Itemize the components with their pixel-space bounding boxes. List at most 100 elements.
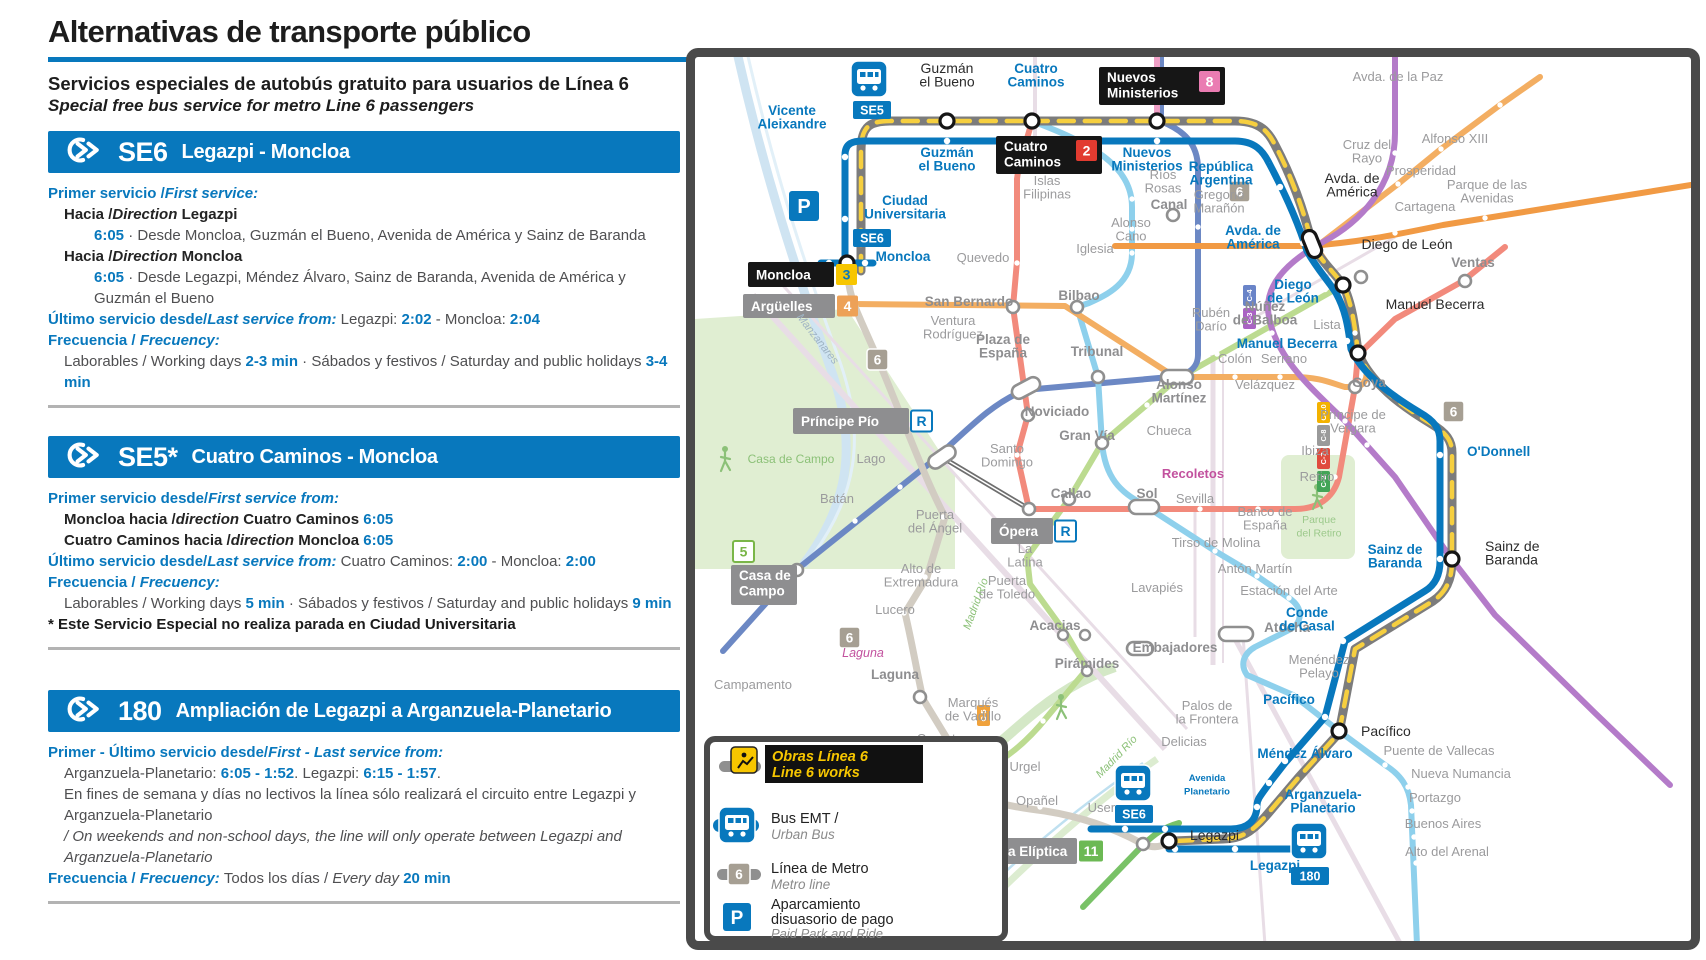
bus-line-tag: SE5 bbox=[853, 101, 891, 119]
map-station-label: Noviciado bbox=[1025, 404, 1090, 419]
svg-text:C-2: C-2 bbox=[1319, 475, 1328, 487]
bus-stop-dots bbox=[825, 137, 1444, 853]
service-detail-line: En fines de semana y días no lectivos la… bbox=[64, 786, 636, 824]
map-station-label: Sevilla bbox=[1176, 491, 1215, 506]
service-details: Primer - Último servicio desde/First - L… bbox=[48, 742, 680, 889]
subtitle-es: Servicios especiales de autobús gratuito… bbox=[48, 73, 629, 94]
map-station-label: Quevedo bbox=[957, 250, 1010, 265]
cercanias-badge: C-7 bbox=[1317, 448, 1330, 469]
service-name: Legazpi - Moncloa bbox=[181, 140, 351, 163]
service-detail-line: Arganzuela-Planetario: 6:05 - 1:52. Lega… bbox=[64, 765, 441, 782]
map-station-label: Buenos Aires bbox=[1405, 816, 1482, 831]
svg-text:P: P bbox=[797, 196, 810, 218]
service-detail-line: Frecuencia / Frecuency: bbox=[48, 332, 220, 349]
svg-text:Paid Park and Ride: Paid Park and Ride bbox=[771, 926, 883, 941]
map-station-label: Delicias bbox=[1161, 734, 1207, 749]
service-detail-line: Hacia /Direction Moncloa bbox=[64, 248, 243, 265]
map-station-label: Cartagena bbox=[1395, 199, 1456, 214]
svg-text:P: P bbox=[731, 908, 744, 929]
svg-text:Obras Línea 6: Obras Línea 6 bbox=[772, 749, 869, 765]
info-panel: Alternativas de transporte público Servi… bbox=[48, 14, 698, 904]
svg-text:8: 8 bbox=[1206, 74, 1214, 90]
subtitle-en: Special free bus service for metro Line … bbox=[48, 96, 475, 115]
line6-badge: 6 bbox=[838, 626, 861, 649]
map-station-label: Lucero bbox=[875, 602, 915, 617]
svg-text:6: 6 bbox=[1236, 185, 1244, 200]
map-station-label: Sol bbox=[1136, 486, 1157, 501]
svg-text:Casa de: Casa de bbox=[739, 568, 791, 583]
map-station-label: Laguna bbox=[842, 646, 884, 660]
svg-text:R: R bbox=[916, 413, 926, 429]
map-station-label: Velázquez bbox=[1235, 377, 1295, 392]
service-detail-line: Hacia /Direction Legazpi bbox=[64, 206, 238, 223]
station-dots bbox=[852, 102, 1503, 866]
map-station-label: Lago bbox=[857, 451, 886, 466]
map-station-label: Pirámides bbox=[1055, 656, 1120, 671]
svg-text:6: 6 bbox=[1450, 405, 1458, 420]
map-station-label: Avda. de la Paz bbox=[1353, 69, 1444, 84]
map-station-label: Nueva Numancia bbox=[1411, 766, 1511, 781]
map-station-label: Campamento bbox=[714, 677, 792, 692]
map-station-label: Moncloa bbox=[876, 249, 931, 264]
map-station-label: Acacias bbox=[1029, 618, 1080, 633]
service-code: SE5* bbox=[118, 441, 178, 472]
cercanias-badge: C-2 bbox=[1317, 471, 1330, 492]
map-station-label: Batán bbox=[820, 491, 854, 506]
bus-icon bbox=[850, 60, 888, 98]
service-detail-line: Frecuencia / Frecuency: Todos los días /… bbox=[48, 870, 451, 887]
map-station-label: Bilbao bbox=[1058, 288, 1099, 303]
map-station-label: Portazgo bbox=[1409, 790, 1461, 805]
cercanias-badge: C-10 bbox=[1317, 402, 1330, 423]
map-station-label: Manuel Becerra bbox=[1386, 296, 1485, 312]
map-station-label: Lavapiés bbox=[1131, 580, 1184, 595]
bus-icon bbox=[718, 806, 756, 844]
svg-text:C-8: C-8 bbox=[1319, 429, 1328, 441]
map-station-label: Opañel bbox=[1016, 793, 1058, 808]
service-detail-line: 6:05 · Desde Legazpi, Méndez Álvaro, Sai… bbox=[94, 269, 626, 307]
service-detail-line: Primer servicio desde/First service from… bbox=[48, 490, 339, 507]
service-detail-line: 6:05 · Desde Moncloa, Guzmán el Bueno, A… bbox=[94, 227, 646, 244]
map-station-label: Usera bbox=[1088, 800, 1123, 815]
map-station-label: Prosperidad bbox=[1386, 163, 1456, 178]
map-station-label: Gran Vía bbox=[1059, 428, 1115, 443]
svg-text:Moncloa: Moncloa bbox=[756, 268, 811, 283]
map-station-label: Laguna bbox=[871, 667, 919, 682]
service-details: Primer servicio /First service:Hacia /Di… bbox=[48, 183, 680, 393]
service-detail-line: Primer - Último servicio desde/First - L… bbox=[48, 744, 444, 761]
map-station-label: Recoletos bbox=[1162, 466, 1224, 481]
service-name: Ampliación de Legazpi a Arganzuela-Plane… bbox=[175, 699, 612, 722]
service-detail-line: Laborables / Working days 2-3 min · Sába… bbox=[64, 353, 668, 391]
svg-text:Campo: Campo bbox=[739, 584, 785, 599]
svg-text:6: 6 bbox=[846, 631, 854, 646]
map-station-label: Tirso de Molina bbox=[1172, 535, 1261, 550]
map-station-label: Pacífico bbox=[1361, 723, 1411, 739]
svg-text:C-3: C-3 bbox=[1245, 312, 1254, 324]
service-code: 180 bbox=[118, 695, 162, 726]
svg-text:4: 4 bbox=[844, 298, 852, 314]
map-station-label: Embajadores bbox=[1133, 640, 1218, 655]
map-station-label: Diego de León bbox=[1361, 236, 1452, 252]
metro-map-svg: NuevosMinisterios8CuatroCaminos2Moncloa3… bbox=[695, 57, 1691, 941]
bus-line-tag: 180 bbox=[1291, 867, 1329, 885]
park-walker-icons bbox=[719, 446, 1324, 721]
emt-logo-icon bbox=[64, 695, 104, 728]
